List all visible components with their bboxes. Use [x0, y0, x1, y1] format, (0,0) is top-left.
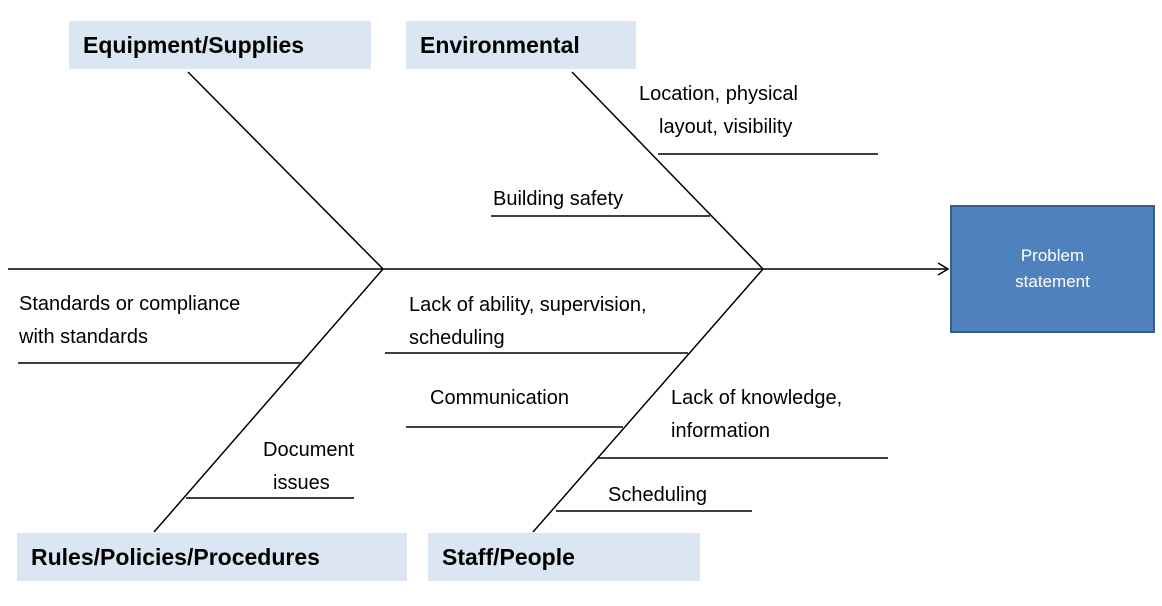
cause-document-issues: Document issues: [263, 434, 354, 500]
cause-lack-of-ability-line-1: Lack of ability, supervision,: [409, 294, 647, 316]
cause-standards-line-1: Standards or compliance: [19, 293, 241, 315]
cause-document-issues-line-1: Document: [263, 439, 355, 461]
cause-scheduling-text: Scheduling: [608, 484, 707, 506]
category-staff: Staff/People: [428, 533, 700, 581]
cause-location-line-2: layout, visibility: [659, 116, 793, 138]
category-rules: Rules/Policies/Procedures: [17, 533, 407, 581]
bone-rules: [153, 268, 384, 533]
category-environmental: Environmental: [406, 21, 636, 69]
cause-lack-of-knowledge-line-1: Lack of knowledge,: [671, 387, 843, 409]
cause-communication-text: Communication: [430, 387, 569, 409]
cause-location-line-1: Location, physical: [639, 83, 798, 105]
cause-document-issues-line-2: issues: [273, 472, 330, 494]
cause-standards-line-2: with standards: [19, 326, 148, 348]
cause-standards: Standards or compliance with standards: [19, 288, 240, 354]
problem-statement-line-2: statement: [1015, 272, 1090, 291]
problem-statement-box: Problem statement: [950, 205, 1155, 333]
cause-location: Location, physical layout, visibility: [639, 78, 798, 144]
cause-communication: Communication: [430, 382, 569, 415]
category-equipment: Equipment/Supplies: [69, 21, 371, 69]
spine-arrowhead: [937, 262, 950, 276]
cause-lack-of-knowledge-line-2: information: [671, 420, 770, 442]
cause-lack-of-ability-line-2: scheduling: [409, 327, 505, 349]
cause-building-safety: Building safety: [493, 183, 623, 216]
problem-statement-line-1: Problem: [1020, 246, 1085, 265]
bone-staff: [532, 268, 764, 533]
cause-lack-of-ability: Lack of ability, supervision, scheduling: [409, 289, 647, 355]
bone-equipment: [187, 71, 384, 270]
cause-scheduling: Scheduling: [608, 479, 707, 512]
cause-lack-of-knowledge: Lack of knowledge, information: [671, 382, 842, 448]
cause-building-safety-text: Building safety: [493, 188, 624, 210]
bone-environmental: [571, 71, 764, 270]
